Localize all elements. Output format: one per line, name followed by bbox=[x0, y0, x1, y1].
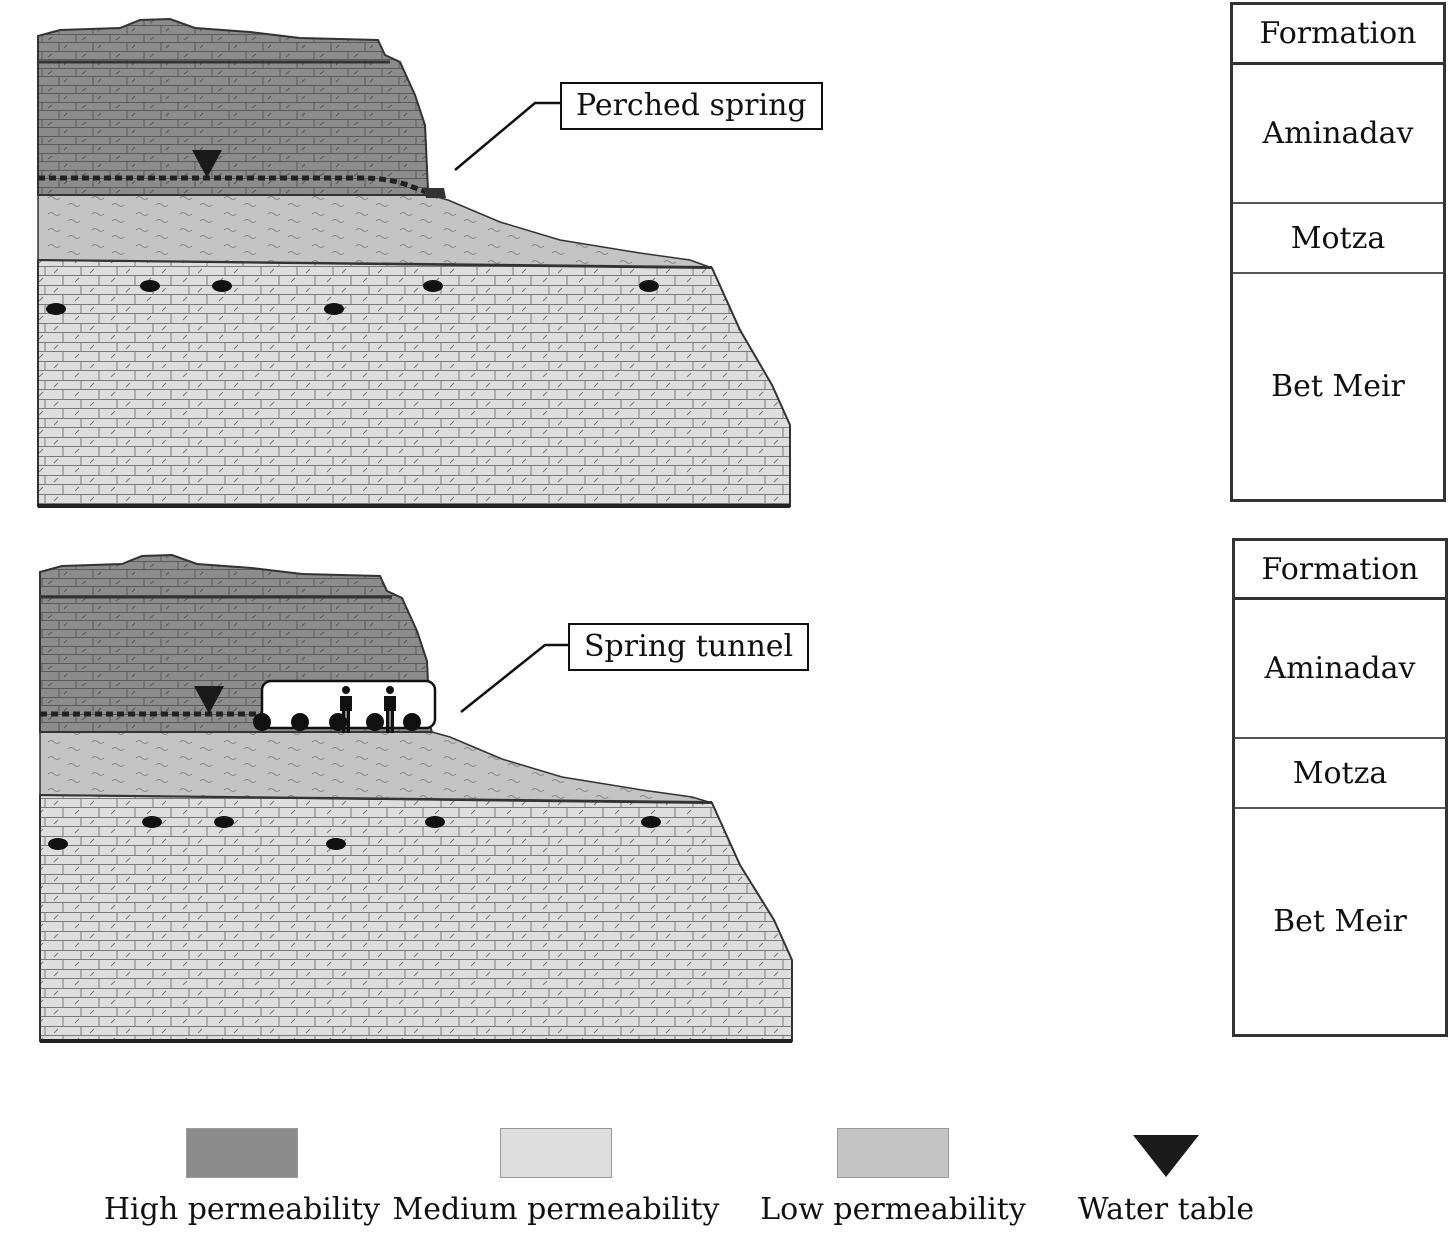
motza-layer bbox=[39, 731, 713, 804]
person-icon bbox=[340, 686, 352, 733]
legend-label-high-permeability: High permeability bbox=[103, 1192, 381, 1227]
legend-label-low-permeability: Low permeability bbox=[760, 1192, 1026, 1227]
cross-section-perched-spring bbox=[37, 17, 791, 508]
formation-bet-meir: Bet Meir bbox=[1271, 369, 1405, 404]
water-table-line bbox=[38, 175, 441, 200]
legend-label-medium-permeability: Medium permeability bbox=[392, 1192, 720, 1227]
legend-swatch-high-permeability bbox=[186, 1128, 298, 1178]
formation-bet-meir: Bet Meir bbox=[1273, 904, 1407, 939]
formation-header: Formation bbox=[1235, 541, 1445, 600]
perched-spring-callout: Perched spring bbox=[560, 82, 823, 130]
motza-top-line bbox=[37, 259, 713, 268]
water-table-icon bbox=[192, 150, 222, 178]
formation-motza: Motza bbox=[1233, 204, 1443, 274]
motza-top-line bbox=[39, 794, 713, 803]
bet-meir-layer bbox=[37, 258, 791, 507]
legend-label-water-table: Water table bbox=[1077, 1192, 1255, 1227]
water-table-icon bbox=[194, 686, 224, 714]
tunnel-boulders bbox=[253, 713, 421, 731]
cross-section-spring-tunnel bbox=[39, 553, 793, 1043]
water-table-icon bbox=[1133, 1135, 1199, 1177]
aminadav-layer bbox=[37, 17, 432, 196]
callout-leader bbox=[460, 643, 568, 713]
spring-tunnel-callout: Spring tunnel bbox=[568, 623, 810, 671]
legend-swatch-low-permeability bbox=[837, 1128, 949, 1178]
legend-swatch-medium-permeability bbox=[500, 1128, 612, 1178]
karst-cavities bbox=[48, 816, 661, 850]
bet-meir-layer bbox=[39, 793, 793, 1042]
formation-table-bottom: Formation Aminadav Motza Bet Meir bbox=[1232, 538, 1448, 1037]
karst-cavities bbox=[46, 280, 659, 315]
formation-header: Formation bbox=[1233, 5, 1443, 65]
formation-motza: Motza bbox=[1235, 739, 1445, 809]
callout-leader bbox=[454, 101, 560, 171]
spring-outlet bbox=[424, 188, 446, 198]
person-icon bbox=[384, 686, 396, 733]
formation-table-top: Formation Aminadav Motza Bet Meir bbox=[1230, 2, 1446, 502]
motza-layer bbox=[37, 194, 713, 269]
formation-aminadav: Aminadav bbox=[1235, 600, 1445, 739]
formation-aminadav: Aminadav bbox=[1233, 65, 1443, 204]
